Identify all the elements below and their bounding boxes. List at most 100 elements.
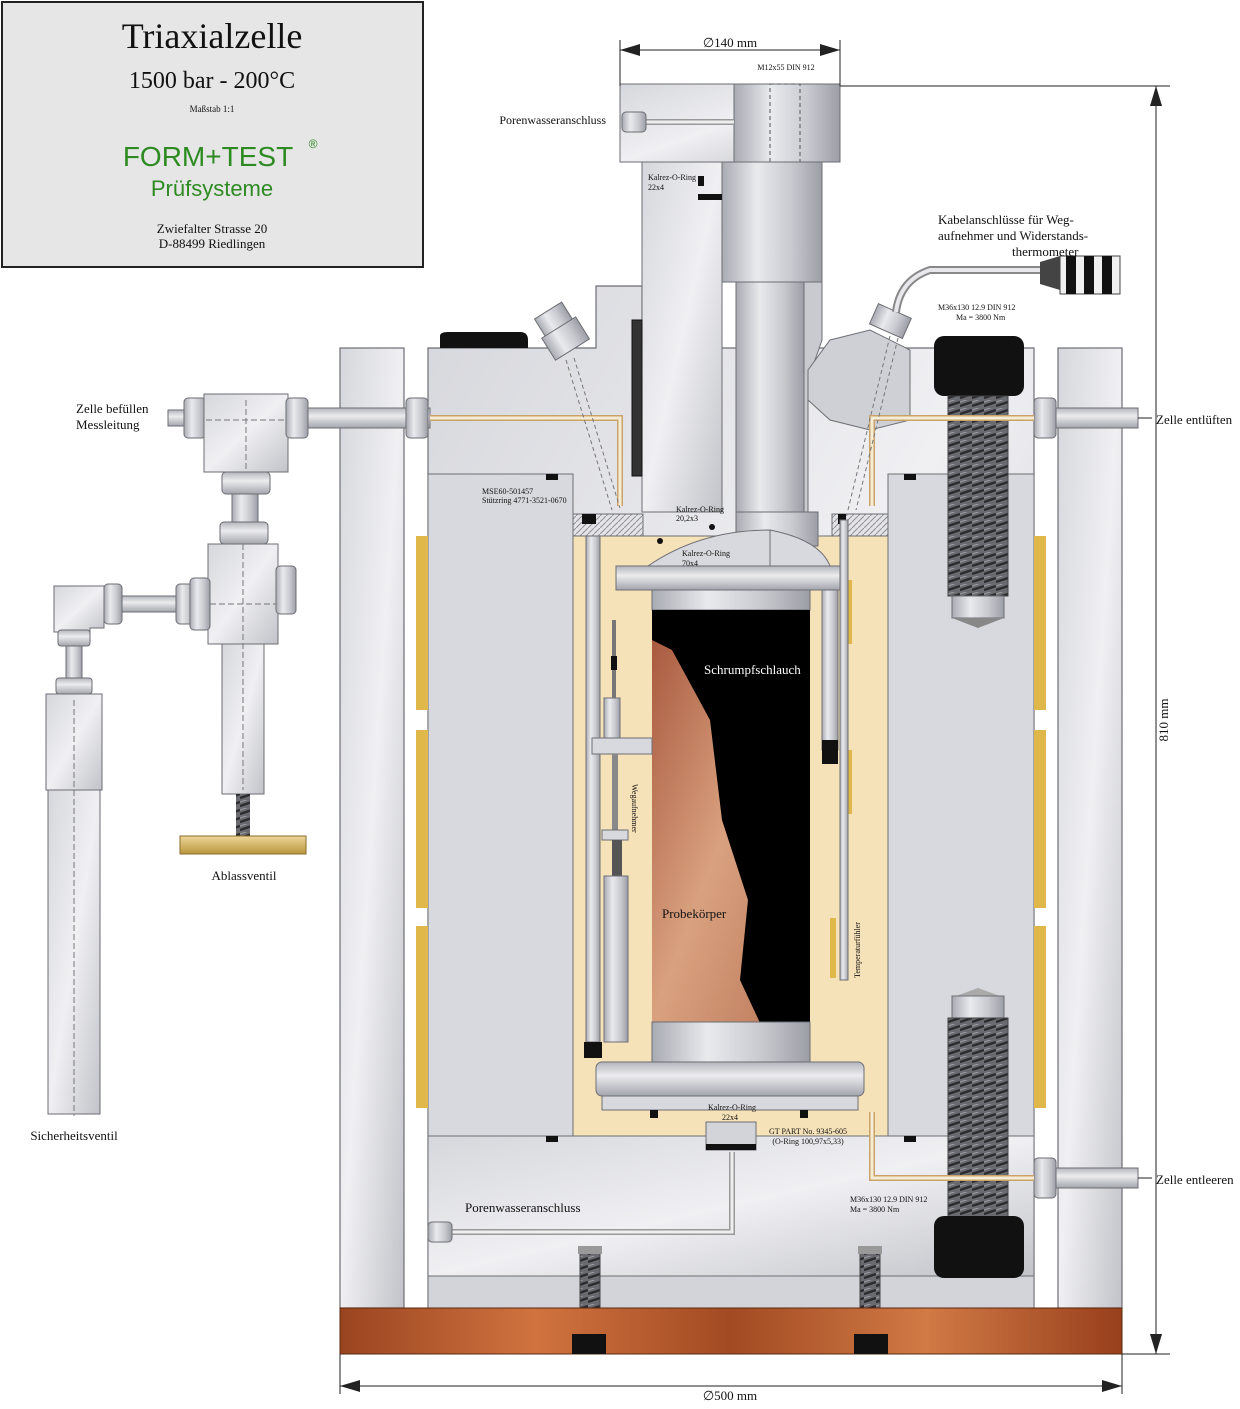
bottom-platen-main (595, 1061, 865, 1097)
dimension-lines (339, 40, 1170, 1394)
tee-right-nut (285, 397, 309, 439)
ablassventil-handle (179, 835, 307, 855)
seal-mark-2 (904, 474, 916, 480)
label-gt-1: GT PART No. 9345-605 (769, 1127, 847, 1136)
base-bolt-right-head (854, 1334, 888, 1354)
label-bolt-top-2: Ma = 3800 Nm (956, 313, 1006, 322)
base-bolt-left-head (572, 1334, 606, 1354)
heater-left-2 (416, 730, 428, 908)
inner-heater-1 (846, 580, 852, 644)
label-ablassventil: Ablassventil (212, 868, 277, 883)
piston-upper (721, 161, 823, 283)
bottom-seal-right (800, 1110, 808, 1118)
label-temperaturfuehler: Temperaturfühler (853, 922, 862, 978)
temperature-probe (839, 519, 849, 981)
label-mse-2: Stützring 4771-3521-0670 (482, 496, 567, 505)
tie-rod-left-foot (584, 1042, 602, 1058)
labels: ∅140 mm M12x55 DIN 912 810 mm ∅500 mm Po… (30, 35, 1234, 1403)
bolt-thread-top (947, 395, 1009, 597)
seal-mark-4 (904, 1136, 916, 1142)
feedthrough-right-channel (847, 335, 891, 511)
top-left-gasket (440, 332, 528, 348)
valve-assembly (45, 393, 309, 1116)
seal-marks (546, 474, 916, 1142)
vertical-pipe (231, 493, 259, 523)
label-oring-bot-1: Kalrez-O-Ring (708, 1103, 756, 1112)
branch-nut-valve (189, 577, 211, 631)
fitting-porenwasser-top (621, 111, 647, 133)
elbow-nut (57, 629, 91, 647)
oring-top-bar (698, 194, 722, 200)
piston-rod (735, 281, 805, 513)
top-platen (615, 565, 847, 591)
title-block: Triaxialzelle 1500 bar - 200°C Maßstab 1… (1, 1, 424, 268)
piston-guide (641, 161, 723, 513)
left-outer-column (339, 347, 405, 1309)
label-wegaufnehmer: Wegaufnehmer (630, 784, 639, 833)
inner-heater-3 (830, 918, 836, 978)
label-bolt-bot-1: M36x130 12.9 DIN 912 (850, 1195, 927, 1204)
bolt-top-right (934, 336, 1024, 628)
bolt-thread-bottom (947, 1017, 1009, 1219)
bolt-head-bottom (934, 1216, 1024, 1278)
dim-top-width: ∅140 mm (703, 35, 757, 50)
heater-right-3 (1034, 926, 1046, 1108)
cable-connector-cone (1040, 256, 1060, 290)
label-schrumpfschlauch: Schrumpfschlauch (704, 662, 801, 677)
label-oring-mid-4: 70x4 (682, 559, 698, 568)
sensors (584, 519, 849, 1058)
safety-nut (55, 677, 93, 695)
lvdt-connector (611, 656, 617, 670)
dim-base-width: ∅500 mm (703, 1388, 757, 1403)
bottom-platen-base (601, 1095, 859, 1111)
tie-rod-right-foot (822, 740, 838, 764)
title-box (1, 1, 424, 268)
label-messleitung: Messleitung (76, 417, 140, 432)
brand-sub: Prüfsysteme (151, 176, 273, 201)
label-oring-top-2: 22x4 (648, 183, 664, 192)
seal-mark-1 (546, 474, 558, 480)
tie-rod-left (585, 535, 601, 1043)
feedthrough-left-channel (565, 359, 613, 511)
registered-mark: ® (309, 137, 318, 151)
label-oring-mid-2: 20,2x3 (676, 514, 698, 523)
inner-heater-2 (846, 750, 852, 814)
right-outer-column (1057, 347, 1123, 1309)
fitting-porenwasser-bottom (427, 1221, 453, 1243)
valve-right-nut (275, 565, 297, 615)
bolt-tip-top (951, 595, 1005, 619)
base-bolt-right-top (858, 1246, 882, 1254)
lvdt-lower-clamp (601, 829, 629, 841)
seal-block-left (582, 514, 596, 524)
label-sicherheitsventil: Sicherheitsventil (30, 1128, 118, 1143)
inner-left-block (427, 473, 574, 1137)
tee-down-nut (221, 471, 271, 495)
pipes (303, 111, 1139, 1243)
label-bolt-bot-2: Ma = 3800 Nm (850, 1205, 900, 1214)
top-screw-label: M12x55 DIN 912 (757, 63, 814, 72)
elbow (53, 585, 105, 633)
label-oring-bot-2: 22x4 (722, 1113, 738, 1122)
label-porenwasser-top: Porenwasseranschluss (499, 113, 606, 127)
label-kabel-3: thermometer (1012, 244, 1079, 259)
dim-height: 810 mm (1156, 699, 1171, 742)
label-bolt-top-1: M36x130 12.9 DIN 912 (938, 303, 1015, 312)
oring-dot-2 (709, 524, 715, 530)
valve-stem (236, 794, 250, 838)
lvdt-rod (612, 754, 618, 834)
bolt-bottom-right (934, 988, 1024, 1278)
label-gt-2: (O-Ring 100,97x5,33) (772, 1137, 844, 1146)
base-plate (339, 1307, 1123, 1355)
subtitle: 1500 bar - 200°C (129, 68, 295, 94)
feedthrough-left (533, 301, 591, 361)
fitting-befuellen-body (405, 397, 429, 439)
brand-name: FORM+TEST (123, 141, 293, 172)
branch-nut-left (103, 583, 123, 625)
label-kabel-1: Kabelanschlüsse für Weg- (938, 212, 1074, 227)
label-kabel-2: aufnehmer und Widerstands- (938, 228, 1088, 243)
address-line-1: Zwiefalter Strasse 20 (157, 221, 267, 236)
top-screw-hidden (769, 83, 801, 185)
valve-inlet-nut (183, 397, 207, 439)
